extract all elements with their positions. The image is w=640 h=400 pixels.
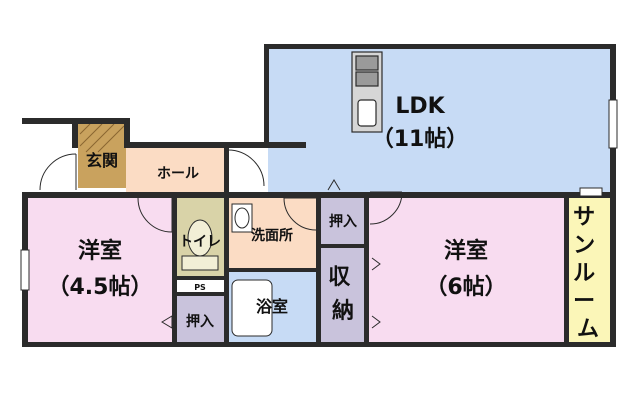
entrance-area bbox=[78, 124, 126, 188]
storage-char-1: 収 bbox=[328, 265, 351, 290]
ldk-label: LDK bbox=[395, 94, 445, 119]
sunroom-area bbox=[568, 198, 612, 342]
sunroom-char-2: ン bbox=[573, 233, 595, 258]
ps-area bbox=[176, 280, 224, 294]
sunroom-char-1: サ bbox=[573, 205, 595, 230]
western-room-a-size: （4.5帖） bbox=[48, 275, 153, 300]
windows bbox=[20, 99, 618, 291]
sunroom-char-3: ル bbox=[573, 261, 595, 286]
entrance-label: 玄関 bbox=[86, 151, 118, 170]
ldk-area bbox=[268, 48, 612, 194]
sunroom-char-4: ー bbox=[573, 289, 595, 314]
closet-lower-label: 押入 bbox=[186, 313, 214, 330]
bathtub bbox=[231, 279, 273, 337]
closet-upper-area bbox=[320, 198, 366, 244]
western-room-a-area bbox=[28, 198, 174, 342]
storage-label: 収 納 bbox=[328, 265, 358, 324]
washroom-label: 洗面所 bbox=[251, 227, 293, 244]
toilet-fixture bbox=[181, 219, 219, 271]
closet-upper-label: 押入 bbox=[329, 213, 357, 230]
western-room-b-label: 洋室 bbox=[444, 238, 488, 264]
entrance-hatch bbox=[79, 123, 125, 153]
western-room-b-size: （6帖） bbox=[425, 275, 506, 300]
western-room-a-label: 洋室 bbox=[78, 238, 122, 264]
door-swings bbox=[39, 149, 403, 329]
ps-label: PS bbox=[194, 283, 206, 292]
hall-label: ホール bbox=[157, 166, 199, 182]
washbasin bbox=[231, 203, 253, 233]
storage-area bbox=[320, 248, 366, 342]
bath-label: 浴室 bbox=[256, 297, 288, 316]
western-room-b-area bbox=[368, 198, 566, 342]
toilet-label: トイレ bbox=[179, 234, 221, 250]
kitchen-counter bbox=[351, 51, 383, 133]
ldk-size: （11帖） bbox=[372, 127, 469, 152]
sunroom-char-5: ム bbox=[577, 317, 599, 342]
sunroom-label: サ ン ル ー ム bbox=[573, 205, 603, 342]
storage-char-2: 納 bbox=[332, 298, 354, 324]
closet-lower-area bbox=[176, 296, 224, 342]
hall-area bbox=[126, 148, 228, 192]
